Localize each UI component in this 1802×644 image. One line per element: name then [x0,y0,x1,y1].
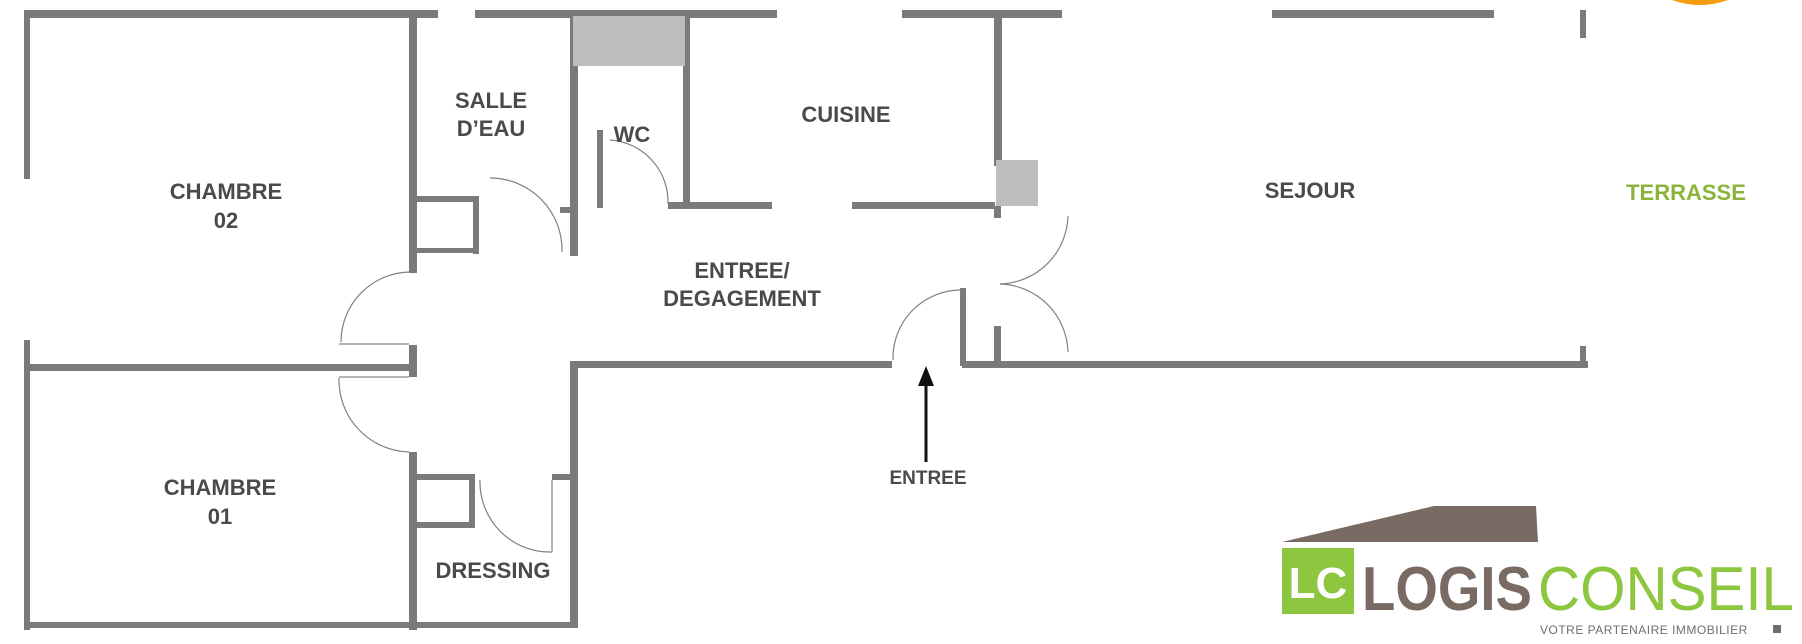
wall-dressing-door-right [552,474,576,480]
wall-cuisine-bottom-left [668,202,772,209]
entrance-arrow [918,366,934,462]
logo-tagline-square [1773,625,1781,633]
wall-top-mid [475,10,777,18]
label-sejour: SEJOUR [1265,178,1356,203]
wall-sde-closet-top [413,196,479,202]
logo-roof-icon [1282,506,1538,542]
wall-sde-closet-right [473,196,479,254]
wall-sejour-bottom [962,361,1588,368]
wall-top-left [24,10,438,18]
wall-bedroom-right-mid [409,345,417,377]
wall-bedroom-divider [28,364,412,371]
label-wc: WC [614,122,651,147]
shaft-sejour [996,160,1038,206]
wall-dressing-bottom [413,522,475,528]
wall-top-corner [1580,10,1586,38]
label-entree-degagement-line1: ENTREE/ [694,258,789,283]
door-dressing [479,479,553,553]
wall-dressing-closet-right [469,474,475,526]
label-chambre01-line1: CHAMBRE [164,475,276,500]
label-chambre02-line2: 02 [214,208,238,233]
wall-sejour-left-stub [994,206,1001,218]
door-chambre02 [340,271,410,343]
corner-orange-mark [1672,0,1728,5]
wall-dressing-closet-top [413,474,475,480]
wall-bottom [24,622,576,628]
doors [338,139,1069,553]
logo-monogram: LC [1289,559,1348,608]
wall-left-upper [24,14,30,179]
walls [24,10,1588,630]
wall-sde-wc [570,16,578,256]
label-cuisine: CUISINE [801,102,890,127]
logo-word-conseil: CONSEIL [1538,555,1794,624]
logo-monogram-box [1282,548,1354,614]
wall-corridor-bottom [572,361,892,368]
label-salle-deau-line2: D’EAU [457,116,525,141]
label-chambre01-line2: 01 [208,504,232,529]
logo-tagline: VOTRE PARTENAIRE IMMOBILIER [1540,623,1748,637]
door-sejour-bottom [999,283,1069,353]
door-salle-deau [489,177,563,253]
wall-wc-bottom-left [560,207,578,213]
wall-entree-right [960,288,966,366]
label-terrasse: TERRASSE [1626,180,1746,205]
wall-wc-inner [597,130,603,208]
label-salle-deau-line1: SALLE [455,88,527,113]
shaft-gaine [573,16,685,66]
label-dressing: DRESSING [436,558,551,583]
door-sejour-top [999,215,1069,285]
logis-conseil-logo: LC LOGIS CONSEIL VOTRE PARTENAIRE IMMOBI… [1282,506,1794,637]
wall-bedroom-right-upper [409,16,417,273]
wall-dressing-right [570,361,578,628]
door-chambre01 [338,377,410,453]
logo-word-logis: LOGIS [1362,555,1532,624]
wall-sejour-left-lower [994,326,1001,366]
wall-top-right [1272,10,1494,18]
door-entree [892,289,963,361]
wall-wc-cuisine [683,16,690,208]
wall-sde-closet-bottom [413,248,479,253]
door-wc [609,139,669,205]
wall-cuisine-bottom-right [852,202,995,209]
wall-cuisine-sejour [994,16,1002,166]
label-chambre02-line1: CHAMBRE [170,179,282,204]
label-entree-degagement-line2: DEGAGEMENT [663,286,821,311]
wall-left-lower [24,340,30,630]
wall-sejour-right-stub [1580,346,1586,368]
label-entree: ENTREE [889,468,966,489]
wall-bedroom-right-lower [409,452,417,630]
wall-top-mid2 [902,10,1062,18]
